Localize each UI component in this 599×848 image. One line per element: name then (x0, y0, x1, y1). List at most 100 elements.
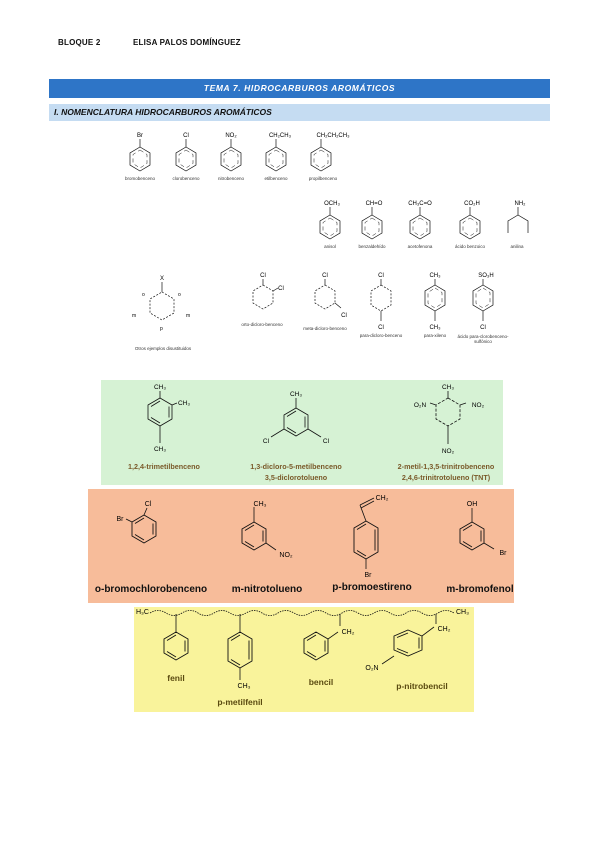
ortho-label: o (142, 292, 145, 298)
structure-anisole: OCH₃ (319, 201, 340, 240)
substituent-label: CH=O (366, 201, 383, 207)
substituent-label: OH (467, 501, 478, 508)
structure-tnt: CH₃ O₂N NO₂ NO₂ (414, 384, 485, 455)
substituent-label: Cl (260, 273, 266, 279)
substituent-label: CH₃ (429, 273, 441, 279)
substituent-label: NO₂ (279, 552, 293, 559)
substituent-label: CH₃ (238, 683, 251, 690)
substituent-label: Cl (378, 273, 384, 279)
structure-p-methylphenyl: CH₃ (227, 614, 253, 690)
structure-ortho-dichlorobenzene: Cl Cl (252, 273, 284, 310)
structure-benzoic-acid: CO₂H (459, 201, 481, 240)
ortho-label: o (178, 292, 181, 298)
label-nitrobenzene: nitrobenceno (217, 176, 245, 181)
label-bromobenzene: bromobenceno (124, 176, 156, 181)
label-p-chlorobenzenesulfonic-acid: ácido para-clorobenceno-sulfónico (457, 334, 509, 344)
structure-p-nitrobenzyl: CH₂ O₂N (365, 614, 451, 672)
structure-benzaldehyde: CH=O (361, 201, 383, 240)
substituent-label: Cl (323, 438, 330, 445)
chain-right-label: CH₃ (456, 609, 469, 616)
name-trinitrotoluene: 2,4,6-trinitrotolueno (TNT) (401, 473, 491, 482)
substituent-label: CH₃C=O (408, 201, 432, 207)
substituent-label: Br (500, 550, 508, 557)
topic-title: TEMA 7. HIDROCARBUROS AROMÁTICOS (49, 79, 550, 98)
structure-para-xylene: CH₃ CH₃ (424, 273, 446, 331)
name-o-bromochlorobenzene: o-bromochlorobenceno (94, 584, 208, 595)
substituent-label: SO₃H (478, 273, 493, 279)
substituent-label: NO₂ (225, 133, 237, 139)
substituent-label: Cl (278, 286, 284, 292)
substituent-label: CH₃ (154, 384, 166, 391)
meta-label: m (132, 313, 136, 319)
substituent-label: Cl (378, 325, 384, 331)
structure-p-chlorobenzenesulfonic-acid: SO₃H Cl (472, 273, 494, 331)
author-name: ELISA PALOS DOMÍNGUEZ (133, 38, 241, 47)
substituent-label: NO₂ (442, 448, 455, 455)
substituent-label: CH₂ (438, 626, 451, 633)
substituent-label: CO₂H (464, 201, 480, 207)
name-1-2-4-trimethylbenzene: 1,2,4-trimetilbenceno (128, 462, 200, 471)
name-p-bromostyrene: p-bromoestireno (332, 582, 412, 593)
name-p-methylphenyl: p-metilfenil (217, 697, 263, 707)
polymer-chain: H₃C CH₃ (136, 609, 469, 616)
label-chlorobenzene: clorobenceno (172, 176, 200, 181)
label-benzoic-acid: ácido benzoico (454, 244, 486, 249)
substituent-label: NO₂ (472, 402, 485, 409)
substituent-label: NH₂ (515, 201, 527, 207)
structure-aniline: NH₂ (507, 201, 529, 233)
substituent-label: CH₃ (429, 325, 441, 331)
name-benzyl: bencil (308, 677, 334, 687)
substituent-label: CH₃ (254, 501, 267, 508)
substituent-label: Cl (322, 273, 328, 279)
name-phenyl: fenil (167, 673, 185, 683)
label-anisole: anisol (324, 244, 336, 249)
structure-ethylbenzene: CH₂CH₃ (265, 133, 292, 172)
name-m-nitrotoluene: m-nitrotolueno (231, 584, 303, 595)
substituent-label: CH₂CH₂CH₃ (316, 133, 350, 139)
structure-propylbenzene: CH₂CH₂CH₃ (310, 133, 350, 172)
label-para-xylene: para-xileno (423, 333, 447, 338)
substituent-label: Cl (341, 313, 347, 319)
label-meta-dichlorobenzene: meta-dicloro-benceno (303, 326, 347, 331)
substituent-label: Cl (263, 438, 270, 445)
chain-left-label: H₃C (136, 609, 149, 616)
substituent-label: CH₂CH₃ (269, 133, 292, 139)
name-2-methyl-1-3-5-trinitrobenzene: 2-metil-1,3,5-trinitrobenceno (397, 462, 495, 471)
section-title: I. NOMENCLATURA HIDROCARBUROS AROMÁTICOS (49, 104, 550, 121)
structure-bromobenzene: Br (129, 133, 151, 172)
substituent-label: CH₃ (290, 391, 302, 398)
label-ethylbenzene: etilbenceno (264, 176, 288, 181)
substituent-label: CH₃ (154, 446, 166, 453)
para-label: p (160, 326, 163, 332)
block-label: BLOQUE 2 (58, 38, 101, 47)
structure-benzyl: CH₂ (303, 614, 355, 661)
meta-label: m (186, 313, 190, 319)
label-aniline: anilina (510, 244, 524, 249)
structure-general-disubstituted: X o o m m p (132, 276, 190, 332)
label-benzaldehyde: benzaldehído (358, 244, 386, 249)
structure-o-bromochlorobenzene: Cl Br (117, 501, 157, 544)
label-general: Otros ejemplos disustituidos (134, 346, 192, 351)
structure-phenyl (163, 614, 189, 661)
structure-para-dichlorobenzene: Cl Cl (370, 273, 392, 331)
substituent-label: Cl (480, 325, 486, 331)
substituent-label: CH₃ (442, 384, 454, 391)
name-m-bromophenol: m-bromofenol (446, 584, 514, 595)
substituent-label: CH₂ (376, 495, 389, 502)
structure-3-5-dichlorotoluene: CH₃ Cl Cl (263, 391, 330, 445)
structure-acetophenone: CH₃C=O (408, 201, 432, 240)
name-1-3-dichloro-5-methylbenzene: 1,3-dicloro-5-metilbenceno (250, 462, 342, 471)
substituent-label: Br (137, 133, 143, 139)
substituent-label: X (160, 276, 164, 282)
examples-orange-panel (88, 489, 514, 603)
examples-yellow-panel (134, 607, 474, 712)
structure-nitrobenzene: NO₂ (220, 133, 242, 172)
substituent-label: Br (117, 516, 125, 523)
structure-meta-dichlorobenzene: Cl Cl (314, 273, 347, 319)
structure-chlorobenzene: Cl (175, 133, 197, 172)
label-ortho-dichlorobenzene: orto-dicloro-benceno (241, 322, 283, 327)
label-acetophenone: acetofenona (407, 244, 433, 249)
substituent-label: Cl (183, 133, 189, 139)
substituent-label: O₂N (414, 402, 427, 409)
structure-m-bromophenol: OH Br (459, 501, 508, 557)
